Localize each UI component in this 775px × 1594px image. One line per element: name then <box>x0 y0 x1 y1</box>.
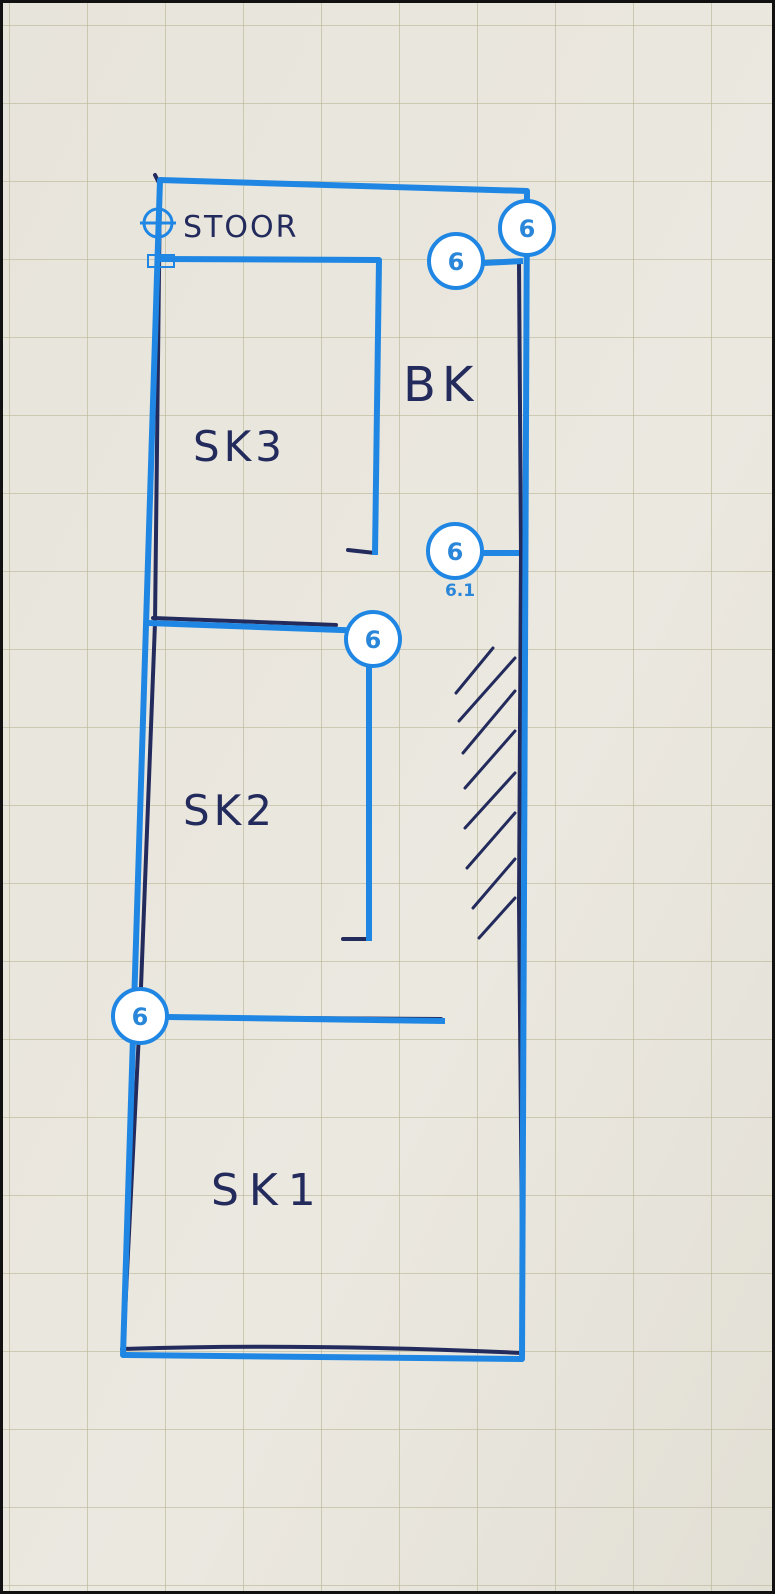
svg-text:6: 6 <box>132 1003 149 1031</box>
wall-marker-badge[interactable]: 6 <box>111 987 169 1045</box>
label-sk1: SK1 <box>211 1165 326 1216</box>
wall-marker-badge[interactable]: 6 <box>498 199 556 257</box>
wall-sk3 <box>159 256 382 556</box>
svg-text:6: 6 <box>447 538 464 566</box>
wall-sk1 <box>167 1014 446 1024</box>
svg-text:6: 6 <box>519 215 536 243</box>
svg-text:6: 6 <box>448 248 465 276</box>
grid-lines <box>3 3 772 1591</box>
wall-marker-sublabel: 6.1 <box>445 581 475 601</box>
wall-connector-top <box>482 258 524 266</box>
svg-text:6: 6 <box>365 626 382 654</box>
label-bk: BK <box>403 357 479 413</box>
origin-crosshair-icon[interactable] <box>140 205 176 241</box>
wall-marker-badge[interactable]: 6 <box>426 522 484 580</box>
floor-plan-sketch: STOOR BK SK3 SK2 SK1 6 6 6 6.1 6 6 <box>3 3 772 1591</box>
label-stoor: STOOR <box>183 210 298 245</box>
label-sk3: SK3 <box>193 422 286 471</box>
wall-marker-badge[interactable]: 6 <box>344 610 402 668</box>
wall-marker-badge[interactable]: 6 <box>427 232 485 290</box>
hatched-area <box>454 646 517 940</box>
small-node-marker <box>147 254 175 268</box>
label-sk2: SK2 <box>183 786 276 835</box>
outer-wall <box>120 177 530 1362</box>
